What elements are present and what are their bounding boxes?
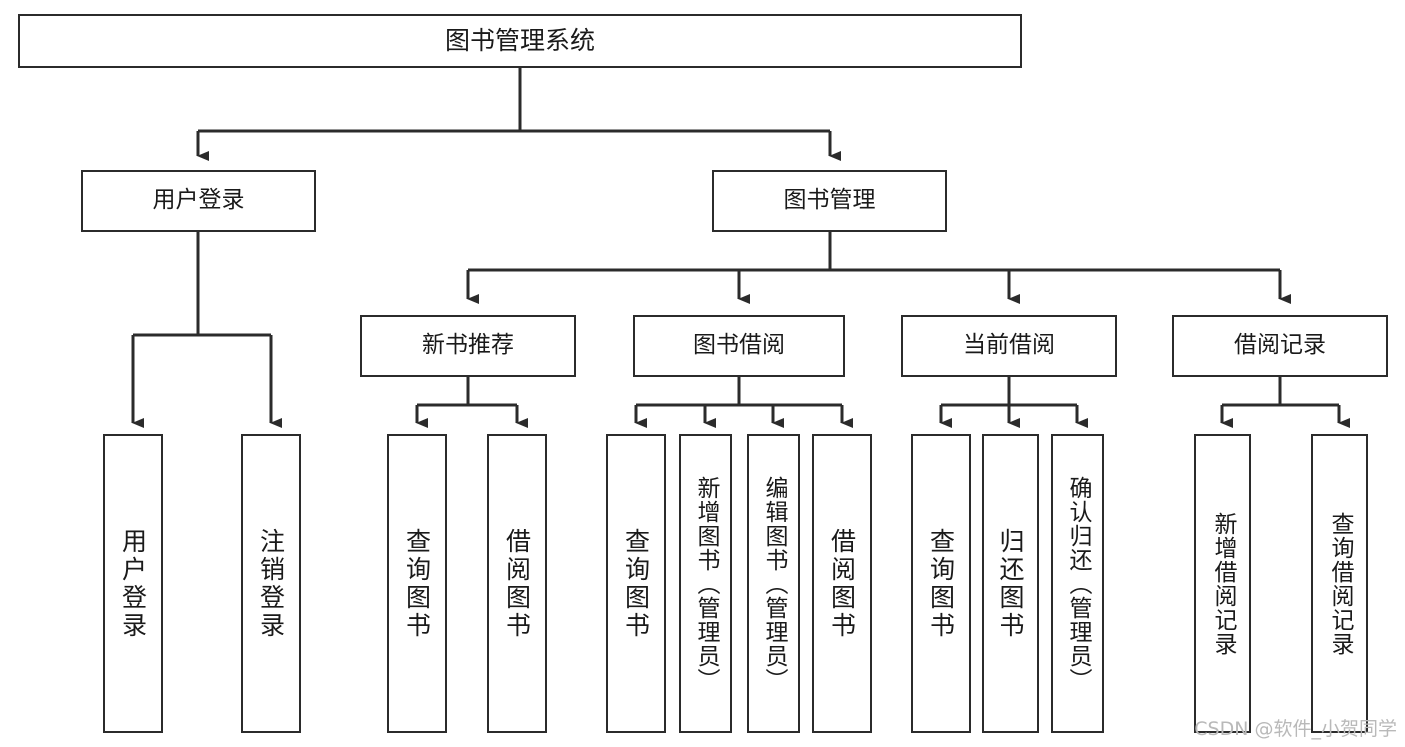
node-new-book-recommend[interactable]: 新书推荐 <box>360 315 576 377</box>
node-leaf-return-book[interactable]: 归还图书 <box>982 434 1039 733</box>
node-leaf-query-book-1-label: 查询图书 <box>402 527 432 640</box>
node-leaf-confirm-return[interactable]: 确认归还（管理员） <box>1051 434 1104 733</box>
node-leaf-edit-book[interactable]: 编辑图书（管理员） <box>747 434 800 733</box>
node-leaf-add-record[interactable]: 新增借阅记录 <box>1194 434 1251 733</box>
node-leaf-user-login[interactable]: 用户登录 <box>103 434 163 733</box>
node-current-borrow-label: 当前借阅 <box>963 332 1055 359</box>
watermark-text: CSDN @软件_小贺同学 <box>1194 718 1397 740</box>
node-leaf-query-book-3[interactable]: 查询图书 <box>911 434 971 733</box>
node-leaf-query-record-label: 查询借阅记录 <box>1327 511 1353 656</box>
node-user-login[interactable]: 用户登录 <box>81 170 316 232</box>
node-leaf-add-record-label: 新增借阅记录 <box>1210 511 1236 656</box>
node-borrow-record-label: 借阅记录 <box>1234 332 1326 359</box>
node-leaf-logout-login[interactable]: 注销登录 <box>241 434 301 733</box>
node-leaf-query-book-1[interactable]: 查询图书 <box>387 434 447 733</box>
node-current-borrow[interactable]: 当前借阅 <box>901 315 1117 377</box>
node-leaf-confirm-return-label: 确认归还（管理员） <box>1065 475 1091 692</box>
node-book-management-label: 图书管理 <box>783 187 876 214</box>
node-leaf-return-book-label: 归还图书 <box>996 527 1025 640</box>
node-leaf-user-login-label: 用户登录 <box>118 527 148 640</box>
node-user-login-label: 用户登录 <box>152 187 245 214</box>
node-leaf-borrow-book-2-label: 借阅图书 <box>827 527 857 640</box>
node-root[interactable]: 图书管理系统 <box>18 14 1022 68</box>
node-leaf-add-book[interactable]: 新增图书（管理员） <box>679 434 732 733</box>
node-book-borrow-label: 图书借阅 <box>693 332 785 359</box>
node-leaf-query-book-2-label: 查询图书 <box>621 527 651 640</box>
node-book-management[interactable]: 图书管理 <box>712 170 947 232</box>
node-leaf-borrow-book-2[interactable]: 借阅图书 <box>812 434 872 733</box>
node-leaf-edit-book-label: 编辑图书（管理员） <box>761 475 787 692</box>
node-leaf-borrow-book-1[interactable]: 借阅图书 <box>487 434 547 733</box>
node-leaf-query-record[interactable]: 查询借阅记录 <box>1311 434 1368 733</box>
node-leaf-logout-login-label: 注销登录 <box>256 527 286 640</box>
node-leaf-borrow-book-1-label: 借阅图书 <box>502 527 532 640</box>
node-leaf-query-book-3-label: 查询图书 <box>926 527 956 640</box>
node-leaf-query-book-2[interactable]: 查询图书 <box>606 434 666 733</box>
node-leaf-add-book-label: 新增图书（管理员） <box>693 475 719 692</box>
node-root-label: 图书管理系统 <box>444 26 595 55</box>
node-new-book-recommend-label: 新书推荐 <box>422 332 514 359</box>
node-borrow-record[interactable]: 借阅记录 <box>1172 315 1388 377</box>
node-book-borrow[interactable]: 图书借阅 <box>633 315 845 377</box>
